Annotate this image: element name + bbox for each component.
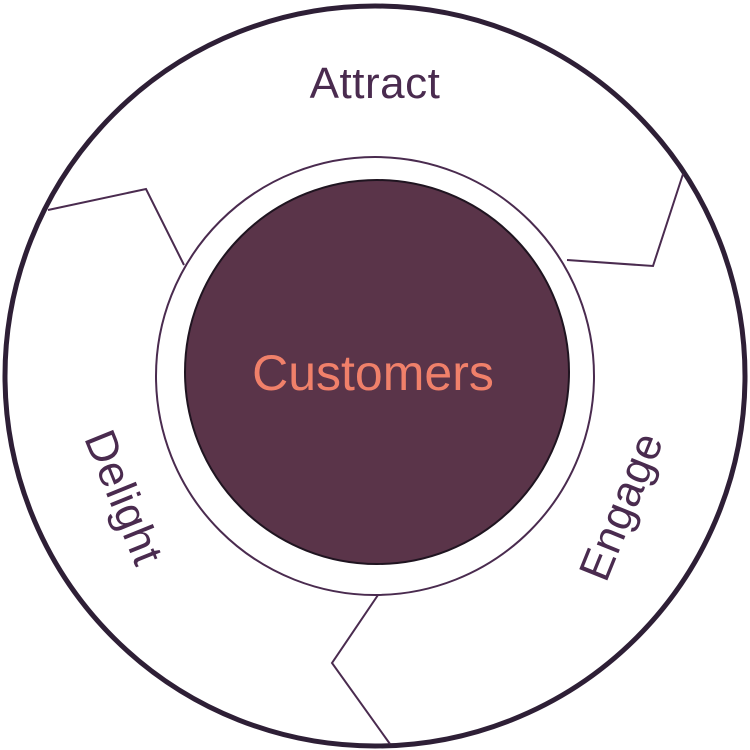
divider-delight-attract [47, 187, 185, 266]
center-disc [184, 179, 570, 565]
divider-engage-delight [330, 594, 391, 745]
inner-ring [155, 156, 595, 596]
stage-label-attract: Attract [310, 59, 441, 108]
center-label: Customers [252, 345, 494, 401]
divider-attract-engage [566, 173, 684, 268]
